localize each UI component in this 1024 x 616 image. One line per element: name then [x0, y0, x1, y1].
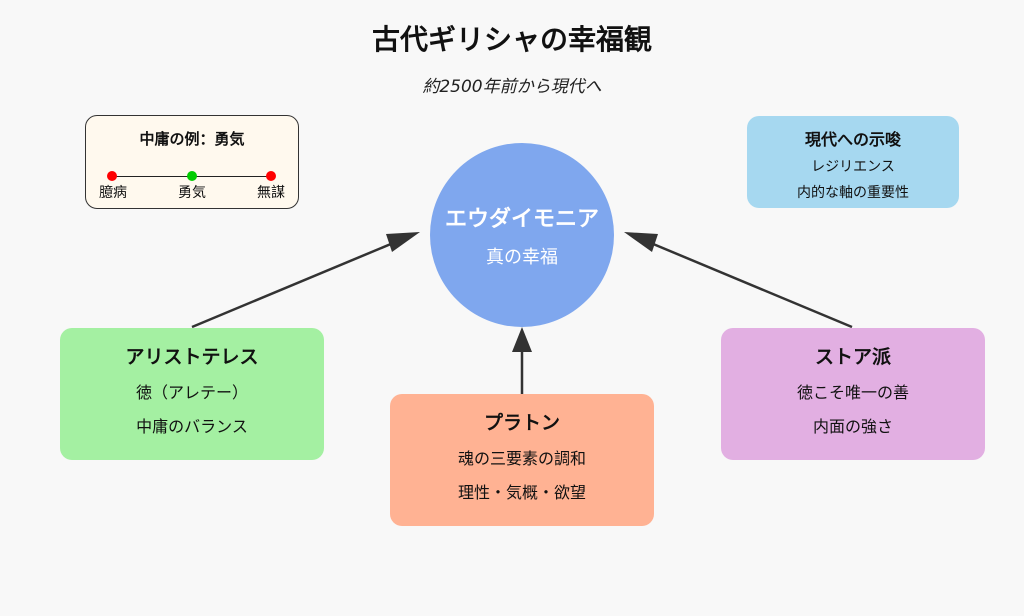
aristotle-box: アリストテレス 徳（アレテー） 中庸のバランス	[60, 328, 324, 460]
eudaimonia-title: エウダイモニア	[444, 207, 599, 232]
modern-implications-box: 現代への示唆 レジリエンス 内的な軸の重要性	[747, 116, 959, 208]
eudaimonia-node: エウダイモニア 真の幸福	[430, 143, 614, 327]
arrow-plato-to-center	[512, 327, 532, 394]
stoa-line-2: 内面の強さ	[812, 417, 893, 436]
recklessness-dot	[266, 171, 276, 181]
arrow-aristotle-to-center	[191, 232, 420, 329]
page-subtitle: 約2500年前から現代へ	[422, 77, 602, 97]
courage-dot	[187, 171, 197, 181]
legend-label-courage: 勇気	[178, 185, 206, 201]
stoa-box: ストア派 徳こそ唯一の善 内面の強さ	[721, 328, 985, 460]
plato-title: プラトン	[483, 412, 560, 434]
mean-example-legend: 中庸の例：勇気 臆病 勇気 無謀	[85, 115, 299, 209]
arrow-stoa-to-center	[624, 232, 853, 329]
plato-line-1: 魂の三要素の調和	[457, 449, 586, 468]
modern-title: 現代への示唆	[804, 130, 901, 149]
legend-label-cowardice: 臆病	[99, 185, 127, 201]
eudaimonia-subtitle: 真の幸福	[486, 247, 558, 268]
modern-line-1: レジリエンス	[811, 159, 895, 175]
plato-line-2: 理性・気概・欲望	[457, 483, 586, 502]
stoa-line-1: 徳こそ唯一の善	[796, 383, 909, 402]
legend-label-recklessness: 無謀	[257, 185, 285, 201]
cowardice-dot	[107, 171, 117, 181]
aristotle-line-1: 徳（アレテー）	[135, 383, 248, 402]
plato-box: プラトン 魂の三要素の調和 理性・気概・欲望	[390, 394, 654, 526]
aristotle-title: アリストテレス	[125, 346, 259, 368]
aristotle-line-2: 中庸のバランス	[136, 417, 248, 436]
stoa-title: ストア派	[814, 346, 891, 368]
modern-line-2: 内的な軸の重要性	[797, 185, 909, 201]
legend-title: 中庸の例：勇気	[139, 130, 245, 148]
page-title: 古代ギリシャの幸福観	[371, 23, 652, 56]
